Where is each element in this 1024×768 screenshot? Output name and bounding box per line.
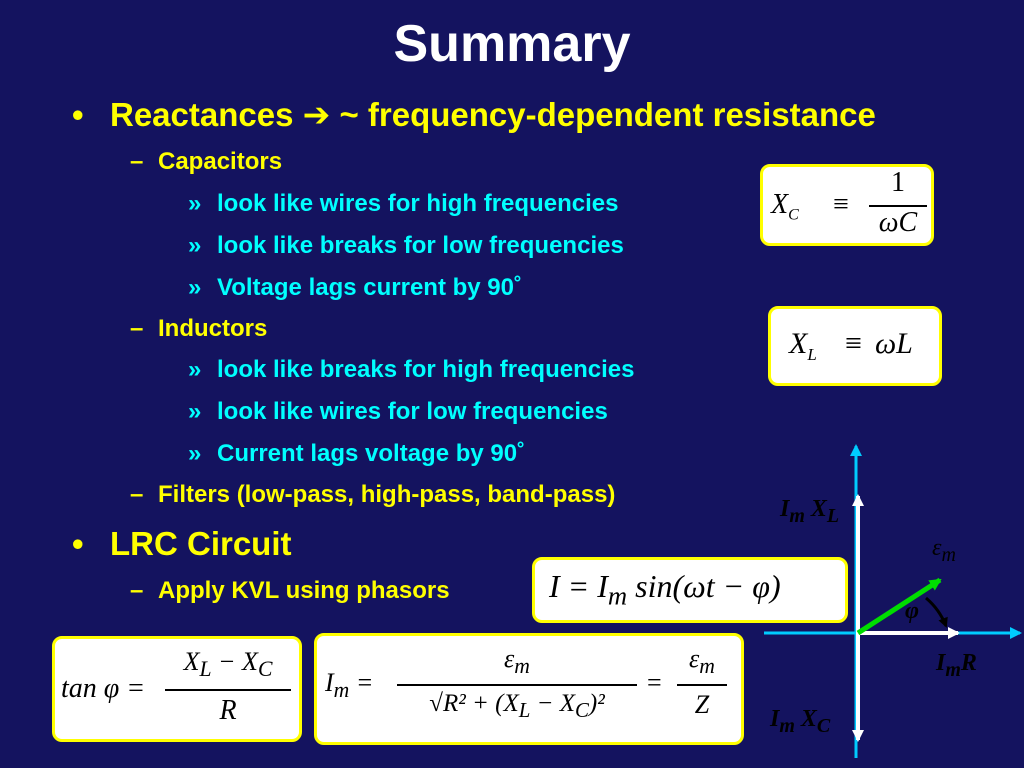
bullet-kvl: –Apply KVL using phasors bbox=[130, 577, 450, 605]
formula-current: I = Im sin(ωt − φ) bbox=[549, 568, 781, 611]
label-im-xc: Im XC bbox=[770, 706, 831, 737]
arrow-icon: ➔ bbox=[302, 95, 331, 134]
formula-xc-num: 1 bbox=[891, 167, 905, 198]
cap-item-2: » look like breaks for low frequencies bbox=[188, 232, 624, 260]
formula-tan-den: R bbox=[219, 695, 237, 726]
formula-xc-box: XC ≡ 1 ωC bbox=[760, 164, 934, 246]
formula-xl-rhs: ωL bbox=[875, 327, 913, 360]
slide-title: Summary bbox=[393, 15, 631, 73]
formula-xc-op: ≡ bbox=[833, 189, 849, 220]
chevron-marker: » bbox=[188, 190, 202, 217]
dash-marker: – bbox=[130, 148, 144, 175]
kvl-label: Apply KVL using phasors bbox=[158, 577, 450, 604]
bullet-capacitors: –Capacitors bbox=[130, 148, 282, 176]
cap-item-text: look like wires for high frequencies bbox=[217, 190, 619, 217]
formula-xc-lhs: XC bbox=[771, 189, 799, 224]
reactances-rest: ~ frequency-dependent resistance bbox=[339, 96, 876, 133]
bullet-inductors: –Inductors bbox=[130, 315, 267, 343]
formula-im-eq: = bbox=[647, 668, 662, 697]
chevron-marker: » bbox=[188, 274, 202, 301]
lrc-label: LRC Circuit bbox=[110, 525, 292, 562]
cap-item-1: » look like wires for high frequencies bbox=[188, 190, 618, 218]
fraction-bar bbox=[397, 684, 637, 686]
chevron-marker: » bbox=[188, 440, 202, 467]
formula-im-num2: εm bbox=[689, 644, 715, 679]
label-em: εm bbox=[932, 535, 956, 566]
formula-im-num: εm bbox=[504, 644, 530, 679]
cap-item-3: » Voltage lags current by 90˚ bbox=[188, 274, 522, 302]
formula-im-den2: Z bbox=[694, 690, 710, 719]
formula-tan-num: XL − XC bbox=[183, 647, 273, 682]
formula-tan-lhs: tan φ = bbox=[61, 673, 146, 704]
phase-arc bbox=[925, 596, 948, 628]
formula-tan-box: tan φ = XL − XC R bbox=[52, 636, 302, 742]
formula-xc-den: ωC bbox=[878, 207, 918, 238]
fraction-bar bbox=[869, 205, 927, 207]
phasor-em bbox=[856, 577, 942, 636]
dash-marker: – bbox=[130, 577, 144, 604]
capacitors-label: Capacitors bbox=[158, 148, 283, 175]
label-phi: φ bbox=[905, 598, 920, 624]
bullet-marker: • bbox=[72, 525, 84, 562]
formula-im-box: Im = εm √R² + (XL − XC)² = εm Z bbox=[314, 633, 744, 745]
label-im-xl: Im XL bbox=[780, 496, 840, 527]
fraction-bar bbox=[677, 684, 727, 686]
cap-item-text: look like breaks for low frequencies bbox=[217, 232, 624, 259]
formula-im-lhs: Im = bbox=[325, 668, 374, 703]
bullet-reactances: • Reactances ➔ ~ frequency-dependent resi… bbox=[72, 95, 876, 134]
ind-item-1: » look like breaks for high frequencies bbox=[188, 356, 634, 384]
formula-xl-box: XL ≡ ωL bbox=[768, 306, 942, 386]
formula-im-den: √R² + (XL − XC)² bbox=[429, 690, 605, 722]
bullet-filters: –Filters (low-pass, high-pass, band-pass… bbox=[130, 481, 615, 509]
chevron-marker: » bbox=[188, 356, 202, 383]
bullet-lrc: • LRC Circuit bbox=[72, 525, 292, 563]
inductors-label: Inductors bbox=[158, 315, 268, 342]
formula-xl-lhs: XL bbox=[789, 327, 817, 364]
dash-marker: – bbox=[130, 481, 144, 508]
bullet-marker: • bbox=[72, 96, 84, 133]
fraction-bar bbox=[165, 689, 291, 691]
filters-label: Filters (low-pass, high-pass, band-pass) bbox=[158, 481, 616, 508]
reactances-label: Reactances bbox=[110, 96, 294, 133]
chevron-marker: » bbox=[188, 232, 202, 259]
phasor-diagram bbox=[764, 444, 1022, 758]
dash-marker: – bbox=[130, 315, 144, 342]
ind-item-2: » look like wires for low frequencies bbox=[188, 398, 608, 426]
formula-xl-op: ≡ bbox=[845, 327, 862, 360]
ind-item-text: look like wires for low frequencies bbox=[217, 398, 608, 425]
chevron-marker: » bbox=[188, 398, 202, 425]
ind-item-text: look like breaks for high frequencies bbox=[217, 356, 635, 383]
ind-item-3: » Current lags voltage by 90˚ bbox=[188, 440, 525, 468]
cap-item-text: Voltage lags current by 90˚ bbox=[217, 274, 522, 301]
ind-item-text: Current lags voltage by 90˚ bbox=[217, 440, 526, 467]
formula-current-box: I = Im sin(ωt − φ) bbox=[532, 557, 848, 623]
label-im-r: ImR bbox=[936, 650, 977, 681]
